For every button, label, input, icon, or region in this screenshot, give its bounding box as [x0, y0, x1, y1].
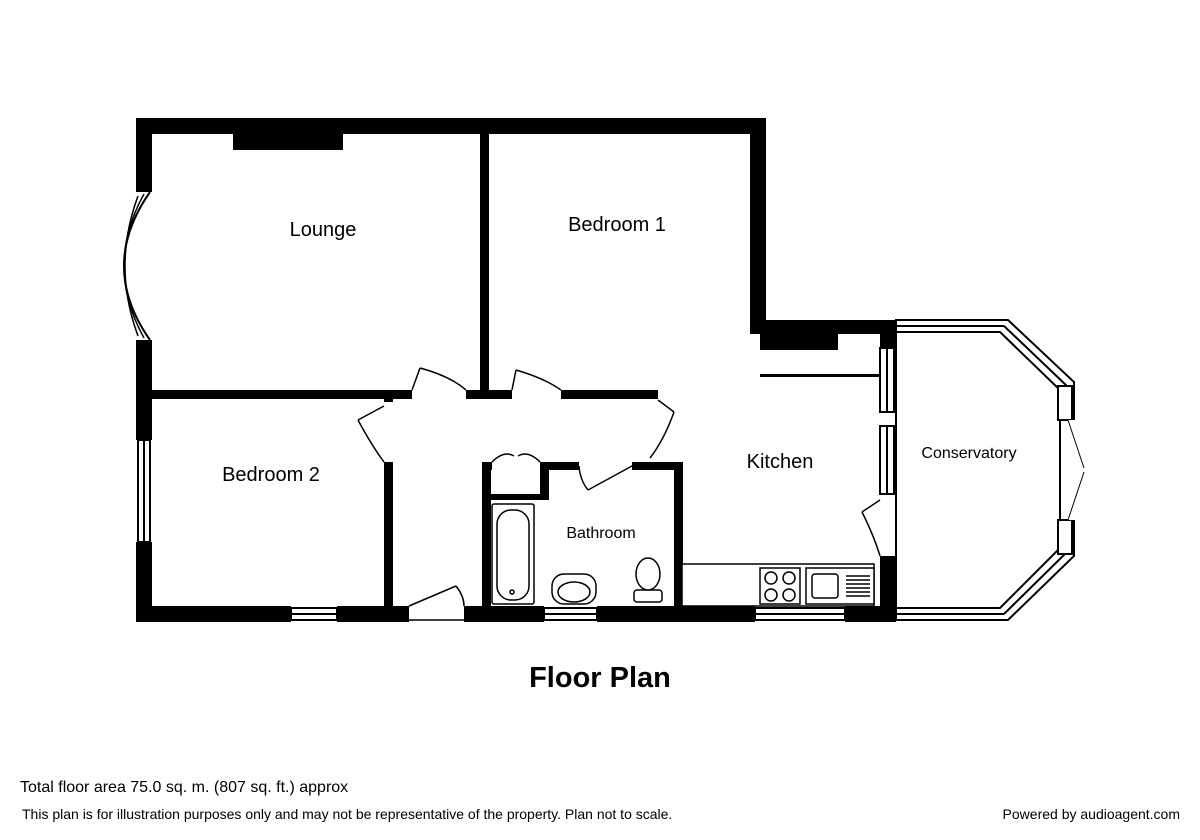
room-label-bathroom: Bathroom: [566, 525, 635, 542]
bathroom-fittings: [491, 503, 663, 605]
room-label-bedroom-2: Bedroom 2: [222, 464, 320, 486]
room-label-conservatory: Conservatory: [921, 445, 1016, 462]
room-label-lounge: Lounge: [290, 219, 357, 241]
lounge-bay-window: [123, 191, 151, 341]
interior-walls: [152, 134, 882, 608]
windows: [123, 191, 895, 621]
doors: [357, 367, 881, 621]
kitchen-fittings: [681, 563, 875, 607]
total-floor-area: Total floor area 75.0 sq. m. (807 sq. ft…: [20, 779, 349, 796]
room-label-kitchen: Kitchen: [747, 451, 814, 473]
exterior-walls: [136, 118, 896, 622]
conservatory-frame: [895, 319, 1085, 621]
disclaimer-text: This plan is for illustration purposes o…: [22, 806, 673, 822]
room-label-bedroom-1: Bedroom 1: [568, 214, 666, 236]
plan-title: Floor Plan: [529, 662, 671, 694]
powered-by-credit: Powered by audioagent.com: [1002, 806, 1180, 822]
